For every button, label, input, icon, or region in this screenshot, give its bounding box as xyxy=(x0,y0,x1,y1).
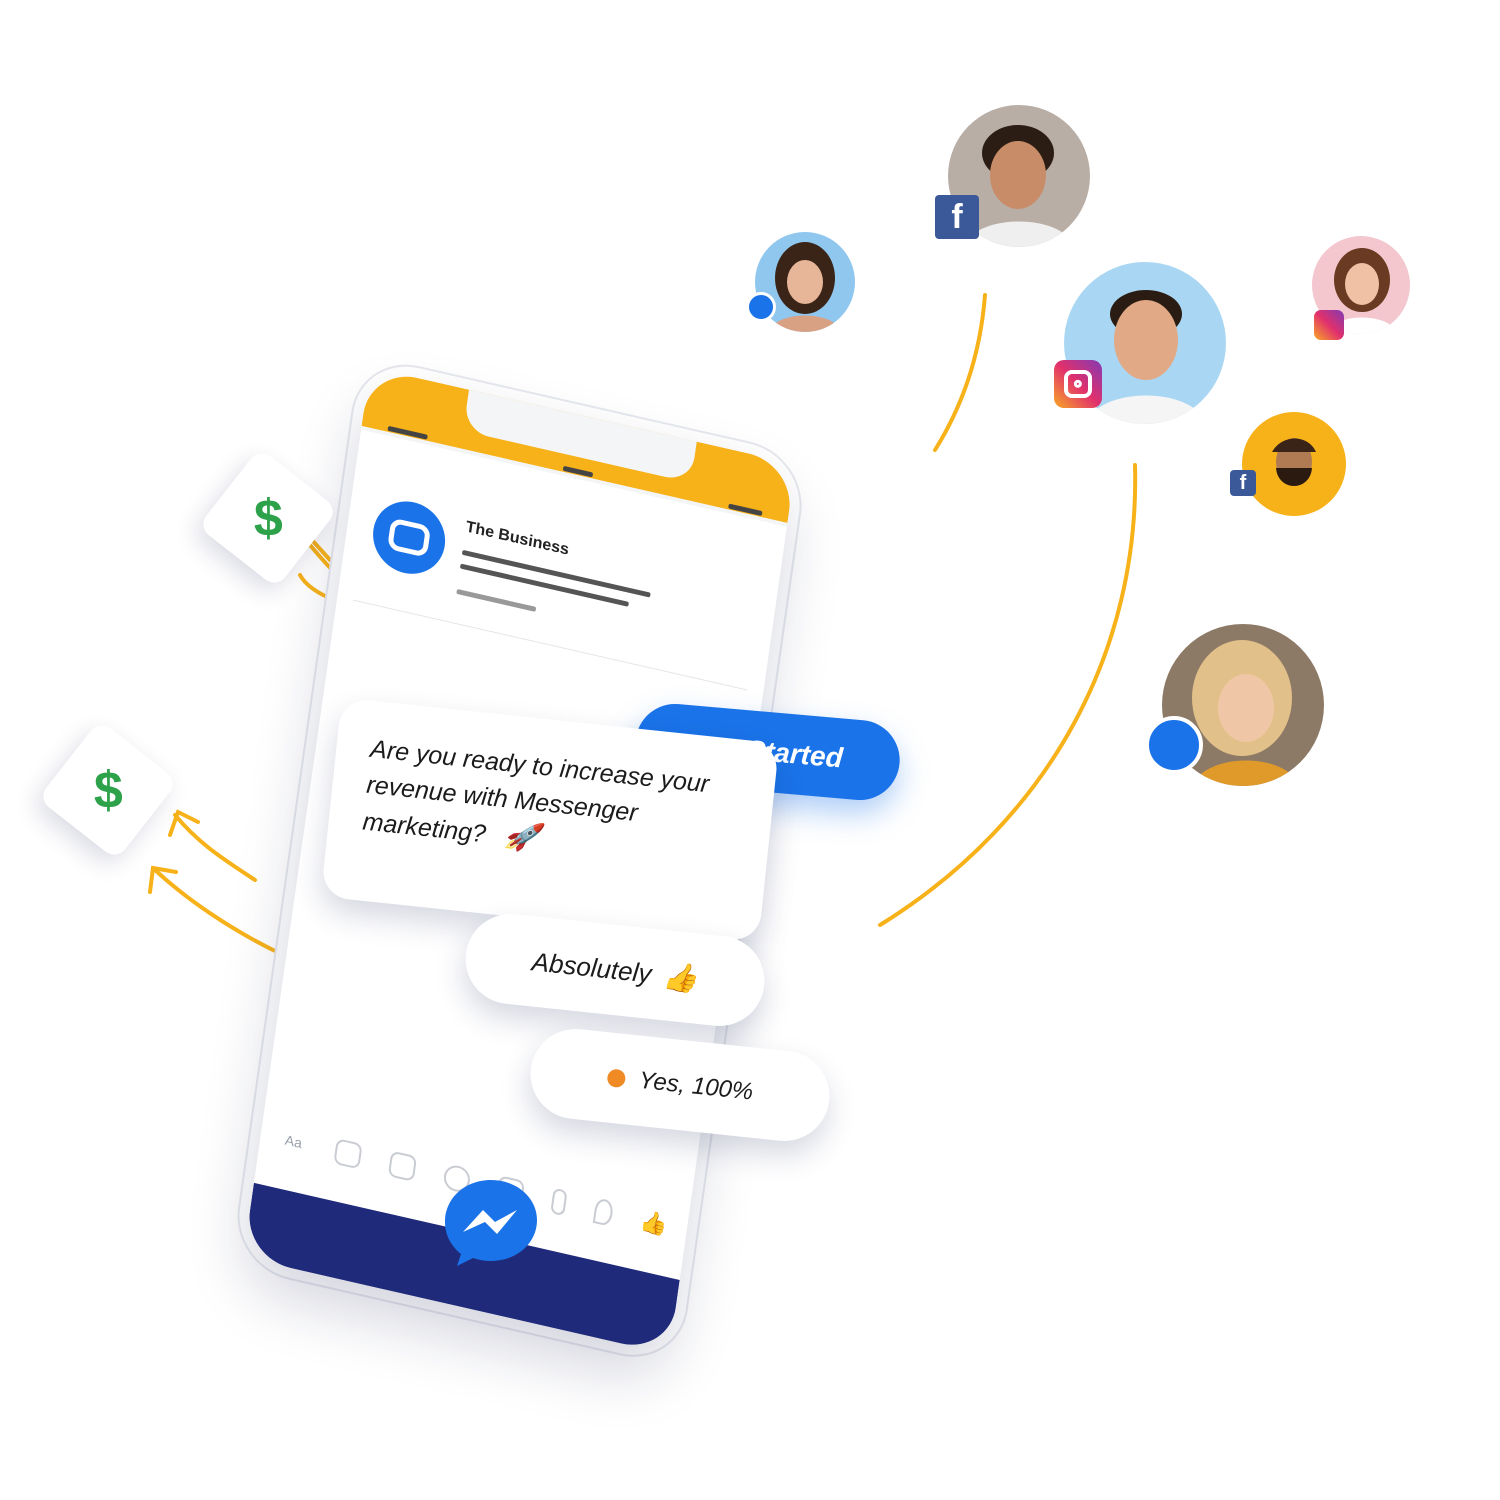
messenger-logo-icon[interactable] xyxy=(443,1178,539,1268)
text-input-label[interactable]: Aa xyxy=(283,1131,304,1152)
connector-line-facebook xyxy=(933,293,987,452)
dollar-sign-icon: $ xyxy=(253,488,283,547)
person-avatar xyxy=(1064,262,1226,424)
rocket-icon: 🚀 xyxy=(503,819,542,854)
mic-icon[interactable] xyxy=(550,1187,568,1217)
instagram-badge-icon xyxy=(1314,310,1344,340)
contact-avatar[interactable] xyxy=(1242,412,1346,516)
business-avatar-icon[interactable] xyxy=(368,494,450,581)
contact-avatar[interactable] xyxy=(1312,236,1410,334)
business-description-line xyxy=(456,588,537,612)
instagram-badge-icon xyxy=(1054,360,1102,408)
facebook-badge-icon: f xyxy=(935,195,979,239)
camera-icon[interactable] xyxy=(333,1138,363,1170)
image-icon[interactable] xyxy=(387,1150,417,1182)
messenger-badge-icon xyxy=(746,292,776,322)
connector-arrow-mid xyxy=(173,813,257,882)
status-time xyxy=(562,465,594,477)
contact-avatar[interactable] xyxy=(948,105,1090,247)
person-avatar xyxy=(1312,236,1410,334)
facebook-badge-icon: f xyxy=(1230,470,1256,496)
connector-arrow-low-head xyxy=(148,865,178,894)
quick-reply-label: Yes, 100% xyxy=(637,1066,755,1106)
contact-avatar[interactable] xyxy=(1064,262,1226,424)
connector-arrow-mid-head xyxy=(168,809,200,837)
connector-line-messenger xyxy=(878,463,1138,927)
connector-arrow-top-2 xyxy=(298,573,337,602)
quick-reply-label: Absolutely xyxy=(530,945,653,989)
thumbs-up-icon[interactable]: 👍 xyxy=(638,1207,670,1239)
location-icon[interactable] xyxy=(592,1197,615,1227)
messenger-badge-icon xyxy=(1145,716,1203,774)
person-avatar xyxy=(948,105,1090,247)
dollar-sign-icon: $ xyxy=(93,760,123,819)
person-avatar xyxy=(1242,412,1346,516)
thumbs-up-emoji-icon: 👍 xyxy=(661,959,700,995)
orange-dot-icon xyxy=(606,1068,626,1089)
